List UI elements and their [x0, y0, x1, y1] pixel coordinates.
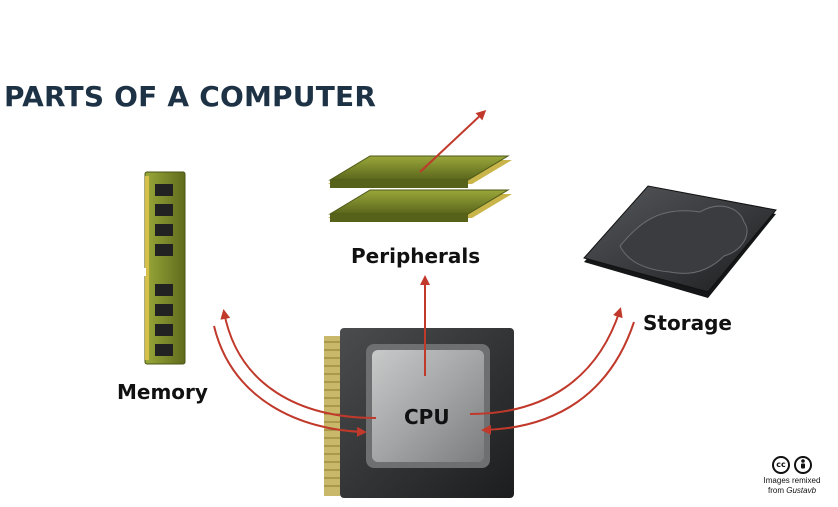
arrows: [213, 109, 635, 437]
arrow-peripherals-out: [419, 109, 487, 173]
attribution-person-icon: [794, 456, 812, 474]
creative-commons-icon: cc: [772, 456, 790, 474]
arrow-memory-to-cpu: [213, 325, 367, 437]
storage-label: Storage: [643, 311, 732, 335]
memory-module-icon: [140, 171, 186, 365]
memory-label: Memory: [117, 380, 208, 404]
hard-drive-icon: [583, 185, 777, 298]
arrow-cpu-to-storage: [469, 307, 623, 415]
page-title: PARTS OF A COMPUTER: [4, 80, 377, 113]
cpu-chip-icon: [324, 328, 514, 498]
peripherals-label: Peripherals: [351, 244, 481, 268]
credit-author: Gustavb: [786, 486, 817, 495]
credit-line-1: Images remixed: [763, 476, 821, 485]
image-credit: cc Images remixed from Gustavb: [752, 456, 832, 496]
arrow-cpu-to-memory: [220, 309, 377, 419]
arrow-storage-to-cpu: [481, 321, 635, 435]
cpu-label: CPU: [404, 405, 450, 429]
credit-line-2: from Gustavb: [767, 486, 817, 495]
peripheral-cards-icon: [328, 155, 512, 222]
